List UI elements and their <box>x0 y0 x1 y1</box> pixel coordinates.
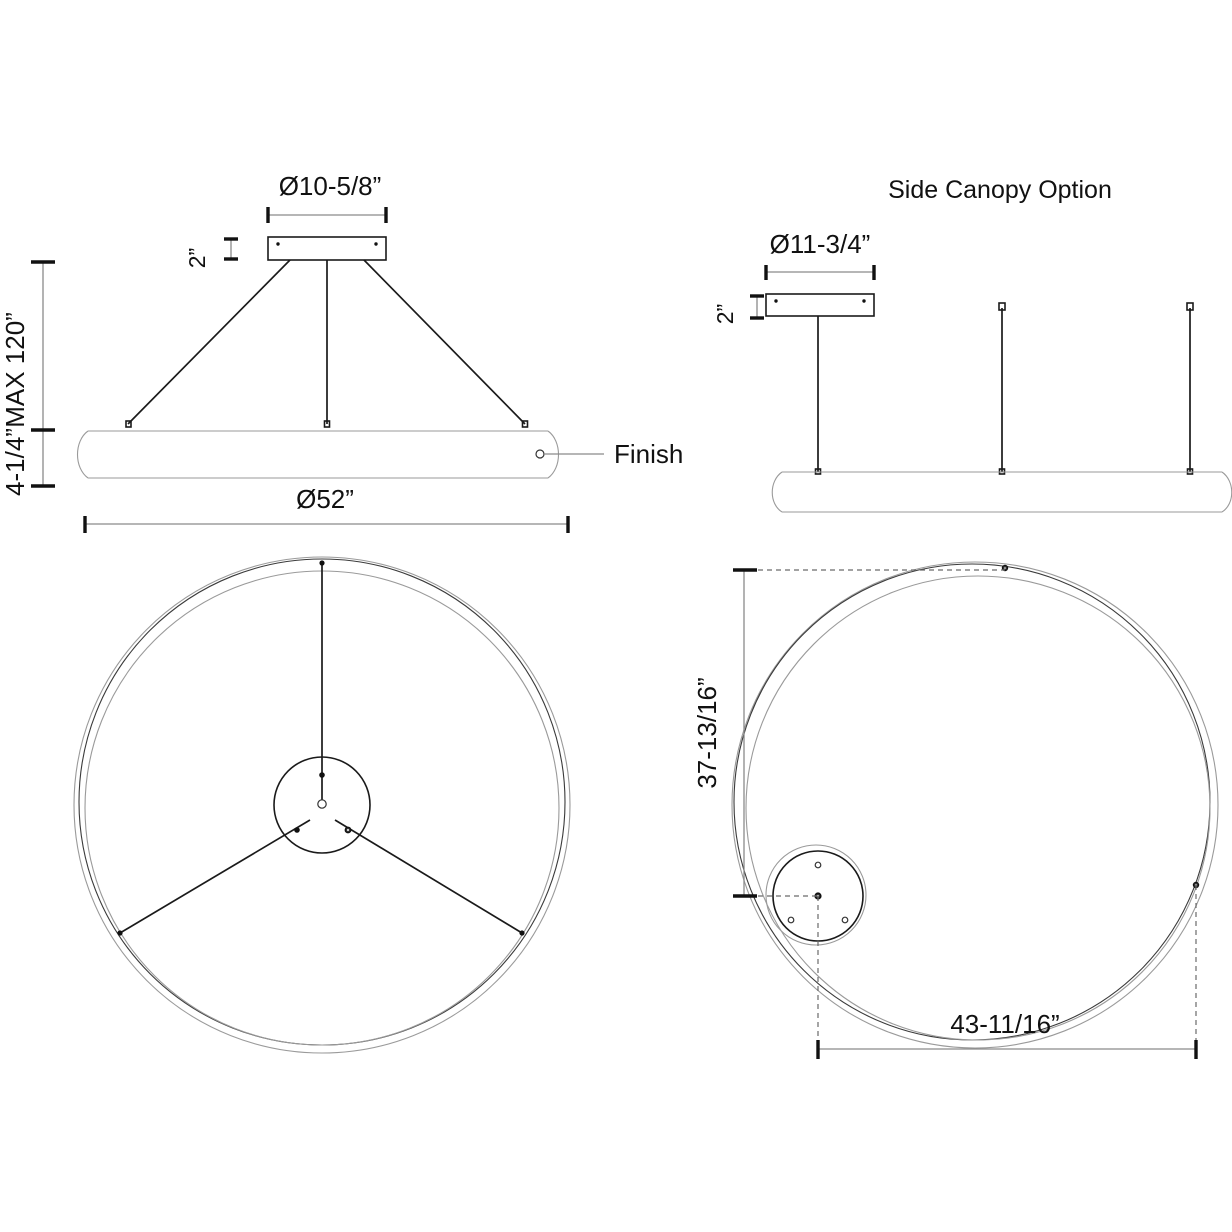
canopy-plate <box>267 236 387 261</box>
plan-standard-canopy-hub <box>273 756 371 854</box>
plan-vertical-dimension-label: 37-13/16” <box>692 677 722 788</box>
plan-standard-cables <box>117 560 525 936</box>
side-canopy-diameter-dimension-label: Ø11-3/4” <box>770 229 871 259</box>
finish-callout: Finish <box>544 439 683 469</box>
plan-horizontal-dimension-label: 43-11/16” <box>950 1009 1059 1039</box>
plan-view-standard <box>73 556 571 1054</box>
canopy-diameter-dimension-label: Ø10-5/8” <box>279 171 382 201</box>
ring-diameter-dimension-line <box>83 516 570 533</box>
side-canopy-suspension-rods <box>814 302 1194 475</box>
plan-horizontal-dimension: 43-11/16” <box>816 885 1198 1059</box>
finish-callout-label: Finish <box>614 439 683 469</box>
front-elevation-view: Ø10-5/8” 2” <box>0 171 683 533</box>
canopy-diameter-dimension-line <box>266 207 388 223</box>
canopy-height-dimension-marker <box>224 237 238 261</box>
side-canopy-option-title: Side Canopy Option <box>888 176 1112 204</box>
side-canopy-elevation-view: Side Canopy Option Ø11-3/4” 2” <box>712 176 1232 513</box>
canopy-height-dimension-label: 2” <box>184 248 210 268</box>
side-canopy-height-dimension-marker <box>750 294 764 320</box>
max-drop-dimension-label: MAX 120” <box>0 312 30 428</box>
side-canopy-diameter-dimension-line <box>764 265 876 280</box>
fixture-body-profile <box>76 430 560 479</box>
side-canopy-height-dimension-label: 2” <box>712 304 738 324</box>
plan-vertical-dimension: 37-13/16” <box>692 568 1005 898</box>
fixture-height-dimension-label: 4-1/4” <box>0 428 30 496</box>
plan-view-side-canopy: 37-13/16” 43-11/16” <box>692 561 1219 1059</box>
vertical-dimension-chain <box>31 260 55 488</box>
ring-diameter-dimension-label: Ø52” <box>296 484 354 514</box>
suspension-cables <box>125 259 529 428</box>
side-canopy-plate <box>765 293 875 317</box>
plan-side-canopy-hub <box>765 844 867 946</box>
side-canopy-fixture-body <box>771 471 1232 513</box>
